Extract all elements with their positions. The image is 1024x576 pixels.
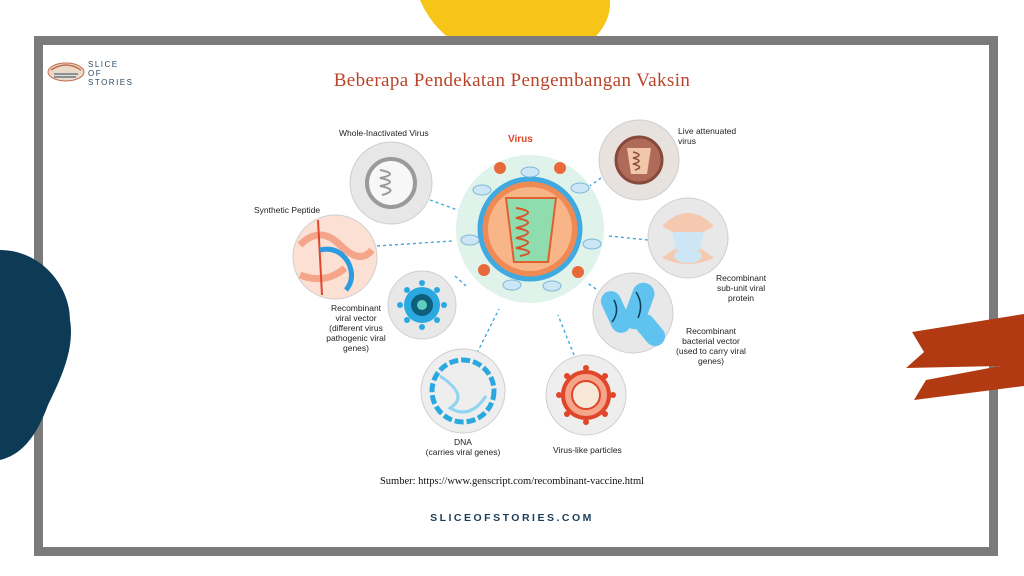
live-attenuated-label: Live attenuated virus xyxy=(678,126,736,146)
viral-vector-label-line-4: pathogenic viral xyxy=(326,333,386,343)
bacterial-vector-label-line-4: genes) xyxy=(698,356,724,366)
synthetic-peptide-label: Synthetic Peptide xyxy=(254,205,321,215)
logo-line-2: OF xyxy=(88,69,103,78)
viral-vector-label-line-5: genes) xyxy=(343,343,369,353)
viral-vector-label-line-3: (different virus xyxy=(329,323,383,333)
whole-inactivated-label: Whole-Inactivated Virus xyxy=(339,128,429,138)
virus-like-particles-label: Virus-like particles xyxy=(553,445,622,455)
dna-label-line-2: (carries viral genes) xyxy=(425,447,501,457)
recombinant-viral-vector-icon xyxy=(387,270,457,340)
viral-vector-label-line-1: Recombinant xyxy=(330,303,382,313)
dna-label: DNA (carries viral genes) xyxy=(413,437,513,457)
page-title: Beberapa Pendekatan Pengembangan Vaksin xyxy=(333,70,691,91)
recombinant-subunit-label-line-1: Recombinant xyxy=(716,273,767,283)
logo-emblem-icon xyxy=(47,62,85,82)
recombinant-subunit-label-line-3: protein xyxy=(728,293,755,303)
recombinant-bacterial-vector-icon xyxy=(592,272,674,354)
recombinant-subunit-label-line-2: sub-unit viral xyxy=(716,283,766,293)
source-caption: Sumber: https://www.genscript.com/recomb… xyxy=(379,476,645,487)
synthetic-peptide-icon xyxy=(292,214,378,300)
connector-lines xyxy=(376,177,649,356)
viral-vector-label-line-2: viral vector xyxy=(335,313,377,323)
recombinant-subunit-label: Recombinant sub-unit viral protein xyxy=(716,273,766,303)
bacterial-vector-label-line-1: Recombinant xyxy=(685,326,737,336)
live-attenuated-virus-icon xyxy=(598,119,680,201)
bacterial-vector-label-line-2: bacterial vector xyxy=(682,336,740,346)
virus-like-particles-icon xyxy=(545,354,627,436)
footer-website-link[interactable]: SLICEOFSTORIES.COM xyxy=(430,512,594,524)
logo-line-3: STORIES xyxy=(88,78,134,87)
recombinant-bacterial-vector-label: Recombinant bacterial vector (used to ca… xyxy=(666,326,756,366)
bacterial-vector-label-line-3: (used to carry viral xyxy=(676,346,746,356)
center-virus-label: Virus xyxy=(508,134,533,145)
whole-inactivated-virus-icon xyxy=(349,141,433,225)
recombinant-subunit-protein-icon xyxy=(647,197,729,279)
dna-icon xyxy=(420,348,506,434)
virus-center-icon xyxy=(456,155,604,303)
recombinant-viral-vector-label: Recombinant viral vector (different viru… xyxy=(321,303,391,353)
live-attenuated-label-line-2: virus xyxy=(678,136,696,146)
live-attenuated-label-line-1: Live attenuated xyxy=(678,126,737,136)
dna-label-line-1: DNA xyxy=(454,437,472,447)
logo-line-1: SLICE xyxy=(88,60,119,69)
